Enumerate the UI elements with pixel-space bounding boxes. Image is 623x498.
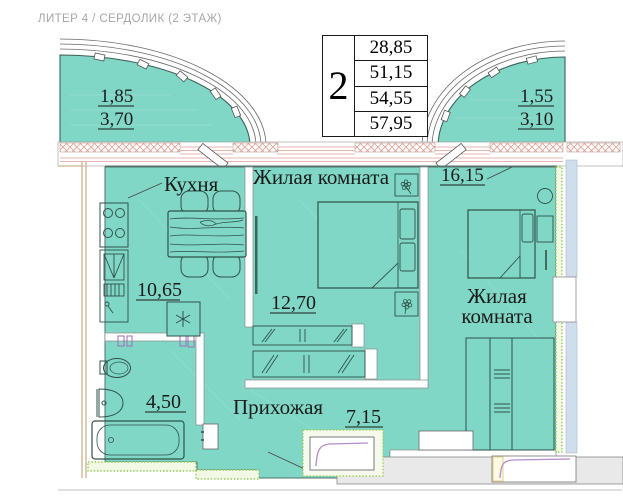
fridge-snowflake-icon <box>175 311 191 327</box>
refrigerator-box <box>166 301 201 337</box>
hallway-cabinet <box>418 430 474 451</box>
room-label-kitchen: Кухня <box>164 172 219 196</box>
rooms-count: 2 <box>323 36 355 136</box>
single-bed <box>467 209 536 279</box>
nightstand-top <box>394 173 419 197</box>
bedside-table <box>536 215 554 243</box>
area-values-column: 28,85 51,15 54,55 57,95 <box>355 36 427 136</box>
shoe-cabinet <box>202 423 219 450</box>
wall-wardrobe-bottom <box>244 379 429 389</box>
radiator-living1 <box>255 216 258 294</box>
balcony-left: 1,85 3,70 <box>59 38 267 147</box>
bedside-lamp <box>537 188 553 204</box>
balcony-right: 1,55 3,10 <box>421 40 566 148</box>
wall-stub-1 <box>351 323 365 348</box>
room-living2 <box>465 188 555 451</box>
door-swing-arc <box>499 458 571 479</box>
double-bed <box>317 201 419 289</box>
partition-strips-bottom <box>87 461 260 480</box>
exterior-wall-left <box>58 162 87 478</box>
leader-lines <box>127 166 513 199</box>
toilet <box>99 358 131 378</box>
room-area-living2: 16,15 <box>441 165 484 186</box>
stove <box>99 202 129 248</box>
room-kitchen <box>99 190 247 337</box>
room-area-kitchen: 10,65 <box>137 279 182 301</box>
nightstand-bottom <box>394 291 419 317</box>
apartment-area: 54,55 <box>355 87 427 112</box>
wall-bathroom-right <box>195 332 205 426</box>
room-area-hallway: 7,15 <box>346 406 381 428</box>
wall-stub-2 <box>364 348 378 380</box>
living-area: 51,15 <box>355 61 427 87</box>
room-bathroom <box>91 358 185 460</box>
balcony-left-area-reduced: 1,85 <box>100 86 133 107</box>
balcony-right-area-reduced: 1,55 <box>520 86 553 107</box>
neighbor-door <box>491 455 577 483</box>
table-wood-grain <box>169 217 245 253</box>
entrance-door <box>302 429 384 477</box>
room-hallway <box>201 423 474 472</box>
wall-living1-living2 <box>419 166 429 388</box>
room-label-living1: Жилая комната <box>253 165 390 189</box>
dresser <box>465 337 555 451</box>
entry-door-swing-line <box>267 451 310 472</box>
kitchen-sink-unit <box>99 249 129 323</box>
room-label-living2-line1: Жилая <box>467 284 527 308</box>
room-label-living2-line2: комната <box>461 304 533 328</box>
wardrobe-shelves <box>252 325 366 378</box>
room-area-bathroom: 4,50 <box>146 391 181 413</box>
total-area-full: 57,95 <box>369 112 413 134</box>
right-wall-opening <box>552 276 577 323</box>
room-area-living1: 12,70 <box>271 292 316 314</box>
neighbor-strip-top <box>565 159 578 278</box>
balcony-left-glazing-arcs <box>59 38 267 147</box>
bathtub <box>91 420 185 460</box>
room-label-hallway: Прихожая <box>233 395 323 419</box>
total-area-reduced: 28,85 <box>355 36 427 62</box>
dining-set <box>167 190 247 278</box>
area-summary-table: 2 28,85 51,15 54,55 57,95 <box>322 35 428 137</box>
balcony-left-area-full: 3,70 <box>100 109 133 130</box>
page-title: ЛИТЕР 4 / СЕРДОЛИК (2 ЭТАЖ) <box>38 13 222 25</box>
balcony-right-glazing-posts <box>440 55 539 123</box>
wash-sink <box>96 388 124 418</box>
room-living1 <box>252 173 419 378</box>
exterior-wall-top <box>57 141 623 170</box>
neighbor-strip-bottom <box>565 321 578 454</box>
balcony-right-area-full: 3,10 <box>520 109 553 130</box>
balcony-left-glazing-posts <box>93 52 242 119</box>
door-swing-arc <box>315 442 369 467</box>
